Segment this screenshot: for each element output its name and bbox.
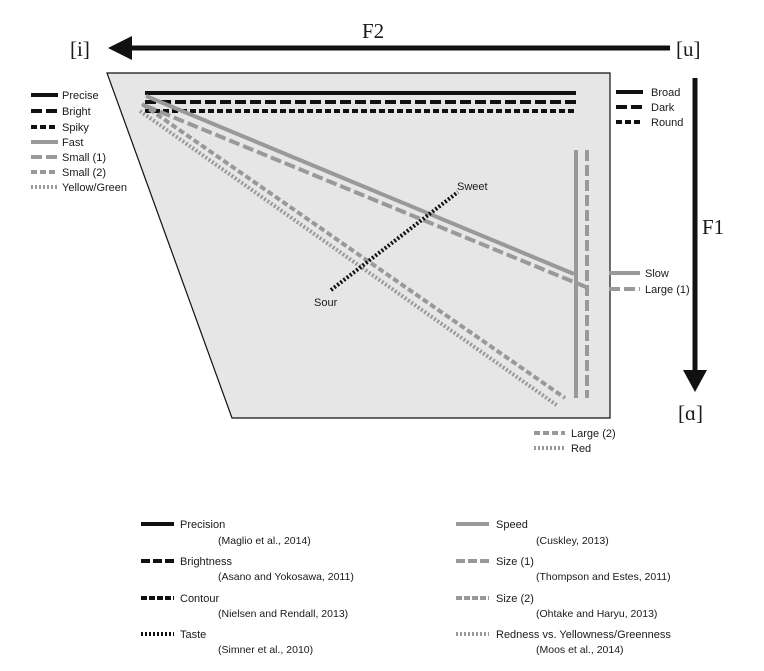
bottom-label-red: Red [571,443,591,455]
redness-line [138,109,560,408]
speed-line [145,94,575,276]
back-label-round: Round [651,117,683,129]
front-label-small1: Small (1) [62,152,106,164]
sour-label: Sour [314,297,338,309]
legend-name-size1: Size (1) [496,556,534,568]
front-label-spiky: Spiky [62,122,89,134]
bottom-label-large2: Large (2) [571,428,616,440]
legend-name-speed: Speed [496,519,528,531]
legend-ref-brightness: (Asano and Yokosawa, 2011) [218,571,354,583]
f1-label: F1 [702,215,724,239]
legend-name-brightness: Brightness [180,556,232,568]
legend-name-taste: Taste [180,629,206,641]
legend-ref-contour: (Nielsen and Rendall, 2013) [218,608,348,620]
size2-line [140,102,567,400]
low-label-slow: Slow [645,268,669,280]
legend-name-precision: Precision [180,519,225,531]
vowel-i-label: [i] [70,37,90,61]
f2-label: F2 [362,19,384,43]
legend-ref-precision: (Maglio et al., 2014) [218,535,311,547]
front-label-yellow-green: Yellow/Green [62,182,127,194]
legend-name-redness: Redness vs. Yellowness/Greenness [496,629,671,641]
back-label-broad: Broad [651,87,680,99]
vowel-u-label: [u] [676,37,701,61]
legend-name-contour: Contour [180,593,219,605]
legend-ref-taste: (Simner et al., 2010) [218,644,313,656]
legend-name-size2: Size (2) [496,593,534,605]
legend-ref-redness: (Moos et al., 2014) [536,644,624,656]
legend-right: Speed (Cuskley, 2013) Size (1) (Thompson… [456,519,671,656]
f1-arrowhead [683,370,707,392]
legend-ref-size1: (Thompson and Estes, 2011) [536,571,671,583]
vowel-trapezoid [106,72,611,419]
front-label-bright: Bright [62,106,91,118]
f2-arrowhead [108,36,132,60]
low-label-large1: Large (1) [645,284,690,296]
front-label-precise: Precise [62,90,99,102]
front-label-small2: Small (2) [62,167,106,179]
legend-ref-size2: (Ohtake and Haryu, 2013) [536,608,657,620]
taste-line [329,190,460,292]
legend-left: Precision (Maglio et al., 2014) Brightne… [141,519,354,656]
size1-line [145,104,587,289]
front-label-fast: Fast [62,137,83,149]
sweet-label: Sweet [457,181,488,193]
back-label-dark: Dark [651,102,675,114]
vowel-a-label: [ɑ] [678,401,703,425]
legend-ref-speed: (Cuskley, 2013) [536,535,609,547]
